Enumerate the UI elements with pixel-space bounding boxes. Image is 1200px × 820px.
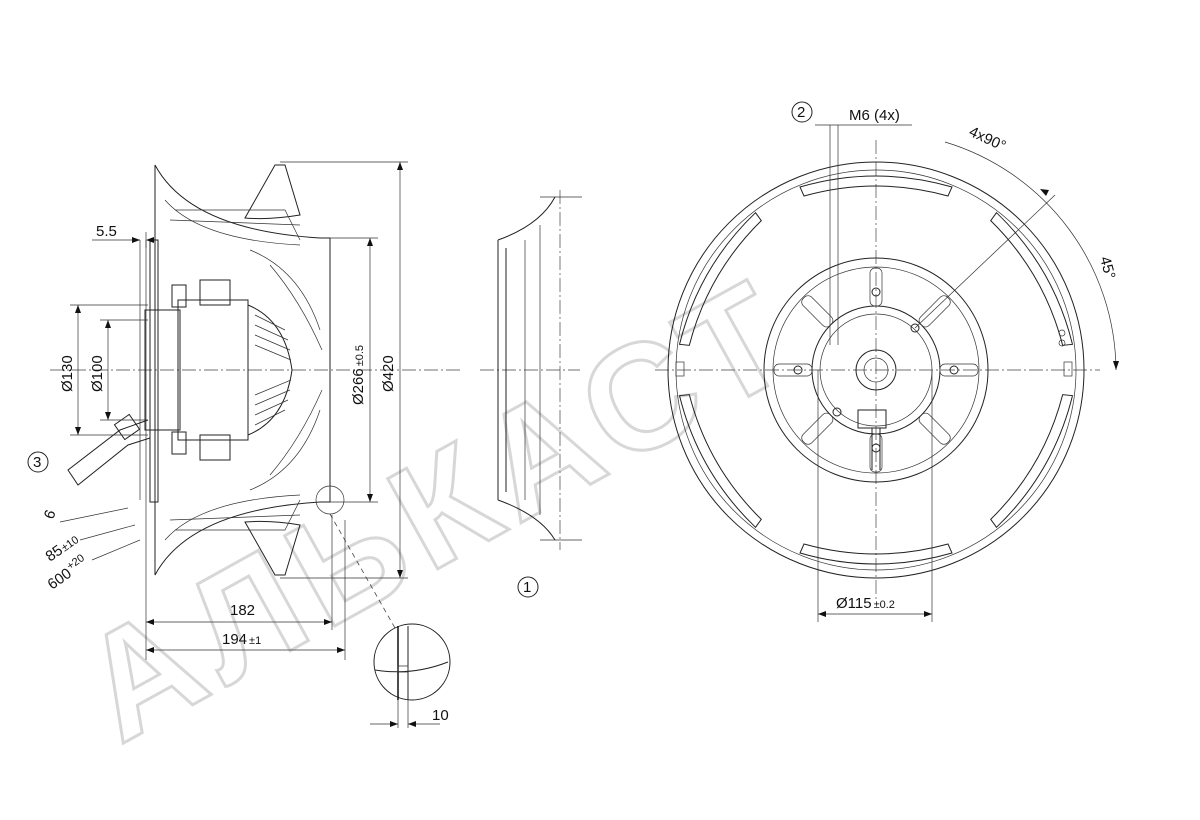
outer-slots bbox=[678, 175, 1074, 565]
motor-housing bbox=[144, 309, 181, 431]
inner-spokes bbox=[773, 267, 979, 473]
outer-ring bbox=[667, 161, 1085, 579]
side-view: 5.5 Ø130 Ø100 Ø266±0.5 Ø420 6 85 bbox=[27, 161, 460, 660]
watermark: АЛЬКАСТ bbox=[54, 245, 823, 773]
front-view: M6 (4x) 2 4x90° 45° Ø115±0.2 bbox=[655, 101, 1119, 622]
dim-115: Ø115±0.2 bbox=[836, 595, 895, 612]
detail-view: 10 bbox=[370, 623, 451, 728]
svg-text:1: 1 bbox=[523, 579, 531, 596]
inlet-nozzle-profile: 1 bbox=[480, 190, 582, 598]
dim-130: Ø130 bbox=[59, 355, 76, 392]
dim-100: Ø100 bbox=[89, 355, 106, 392]
mounting-holes bbox=[793, 287, 959, 453]
dim-194: 194±1 bbox=[222, 631, 261, 648]
cable bbox=[67, 419, 151, 486]
dim-6: 6 bbox=[41, 508, 60, 522]
detail-circle bbox=[373, 623, 451, 701]
dim-266: Ø266±0.5 bbox=[350, 345, 367, 405]
callout-2 bbox=[791, 101, 813, 123]
label-m6: M6 (4x) bbox=[849, 107, 900, 124]
callout-1 bbox=[517, 576, 539, 598]
dim-420: Ø420 bbox=[380, 355, 397, 392]
dim-5-5: 5.5 bbox=[96, 223, 117, 240]
impeller-blades bbox=[169, 164, 323, 576]
svg-text:2: 2 bbox=[797, 104, 805, 121]
callout-3 bbox=[27, 451, 49, 473]
inlet-ring bbox=[763, 257, 989, 483]
label-45: 45° bbox=[1096, 255, 1118, 281]
mounting-plate bbox=[149, 239, 159, 503]
label-4x90: 4x90° bbox=[966, 123, 1008, 155]
svg-text:3: 3 bbox=[33, 454, 41, 471]
dim-182: 182 bbox=[230, 602, 255, 619]
dim-10: 10 bbox=[432, 707, 449, 724]
